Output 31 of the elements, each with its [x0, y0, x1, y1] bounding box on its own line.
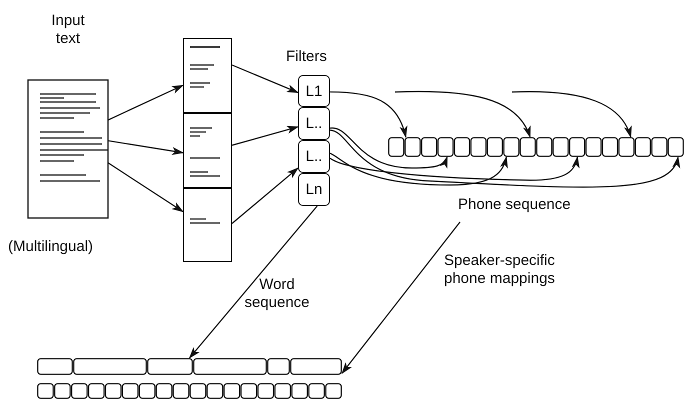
filter-box: L.. — [298, 107, 330, 140]
edge-label: Word sequence — [243, 276, 311, 312]
arrow — [108, 162, 184, 212]
heading: Input text — [50, 12, 86, 48]
text-segment-box — [183, 113, 232, 188]
edge-label: Speaker-specific phone mappings — [444, 252, 556, 288]
note-label: (Multilingual) — [8, 238, 94, 256]
arrow — [232, 64, 299, 94]
arrow — [341, 222, 460, 374]
sequence-label: Phone sequence — [458, 196, 571, 214]
phone-sequence-bar — [388, 137, 684, 157]
arrow — [232, 167, 299, 224]
arrow — [394, 90, 531, 138]
phone-sequence-bar — [37, 383, 342, 399]
filter-box: L1 — [298, 75, 330, 107]
text-segment-box — [183, 188, 232, 262]
filter-box: L.. — [298, 140, 330, 173]
arrow — [512, 91, 632, 138]
text-segment-box — [183, 38, 232, 113]
arrow — [330, 130, 679, 188]
arrow — [108, 84, 184, 121]
arrow — [330, 156, 580, 181]
filter-box: Ln — [298, 173, 330, 206]
word-sequence-bar — [37, 358, 342, 375]
arrow — [188, 206, 318, 359]
arrow — [330, 128, 448, 169]
arrow — [108, 140, 184, 155]
group-label: Filters — [286, 48, 327, 66]
arrow — [330, 152, 508, 186]
arrow — [330, 91, 407, 138]
arrow — [232, 126, 299, 146]
